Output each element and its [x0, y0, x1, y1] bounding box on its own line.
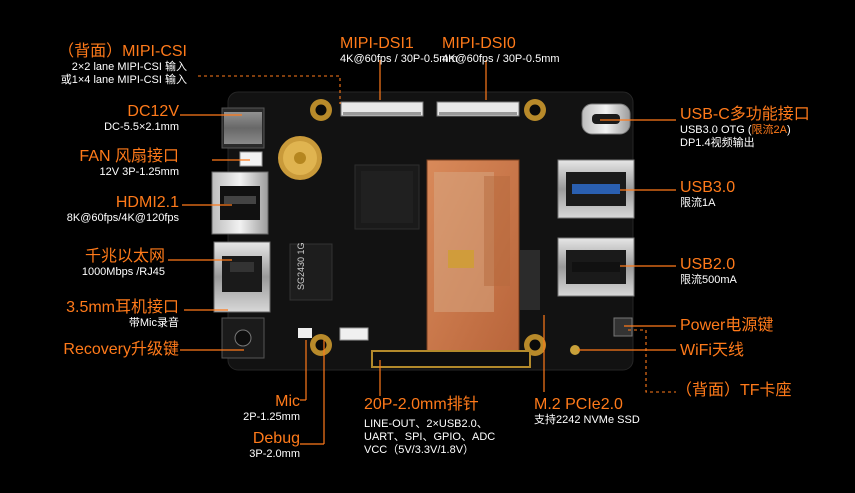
mipi-csi-line1: 2×2 lane MIPI-CSI 输入 — [71, 61, 187, 74]
mipi-dsi0-sub: 4K@60fps / 30P-0.5mm — [442, 53, 560, 66]
label-mipi-csi: （背面）MIPI-CSI 2×2 lane MIPI-CSI 输入 或1×4 l… — [58, 43, 187, 87]
mipi-csi-title: （背面）MIPI-CSI — [58, 43, 187, 60]
m2-ssd — [426, 159, 520, 357]
wifi-antenna-connector — [570, 345, 580, 355]
label-hdmi: HDMI2.1 8K@60fps/4K@120fps — [67, 194, 179, 225]
label-debug: Debug 3P-2.0mm — [249, 430, 300, 461]
usb3-title: USB3.0 — [680, 179, 736, 196]
label-power: Power电源键 — [680, 317, 773, 335]
hdmi-title: HDMI2.1 — [115, 194, 179, 211]
hdmi-sub: 8K@60fps/4K@120fps — [66, 212, 179, 225]
usbc-sub2: DP1.4视频输出 — [680, 137, 755, 150]
label-mipi-dsi0: MIPI-DSI0 4K@60fps / 30P-0.5mm — [442, 35, 560, 66]
label-fan: FAN 风扇接口 12V 3P-1.25mm — [79, 148, 179, 179]
mounting-hole — [310, 99, 332, 121]
label-recovery: Recovery升级键 — [63, 341, 179, 359]
usbc-sub1-c: ) — [787, 124, 791, 137]
debug-connector — [339, 327, 369, 341]
label-headphone: 3.5mm耳机接口 带Mic录音 — [66, 299, 179, 330]
label-wifi: WiFi天线 — [680, 342, 744, 360]
tf-title: （背面）TF卡座 — [676, 382, 792, 399]
mounting-hole — [524, 99, 546, 121]
debug-sub: 3P-2.0mm — [249, 448, 300, 461]
m2-slot — [520, 250, 540, 310]
power-button — [613, 317, 633, 337]
rtc-battery — [278, 136, 322, 180]
label-m2: M.2 PCIe2.0 支持2242 NVMe SSD — [534, 396, 640, 427]
header20p-line3: VCC（5V/3.3V/1.8V） — [364, 443, 475, 456]
ethernet-sub: 1000Mbps /RJ45 — [81, 266, 165, 279]
mic-connector — [298, 328, 312, 338]
debug-title: Debug — [252, 430, 300, 447]
fan-title: FAN 风扇接口 — [79, 148, 179, 165]
usb3-sub: 限流1A — [680, 197, 716, 210]
header20p-line1: LINE-OUT、2×USB2.0、 — [364, 418, 488, 431]
label-usb2: USB2.0 限流500mA — [680, 256, 737, 287]
mounting-hole — [310, 334, 332, 356]
usb2-title: USB2.0 — [680, 256, 736, 273]
label-mipi-dsi1: MIPI-DSI1 4K@60fps / 30P-0.5mm — [340, 35, 458, 66]
mipi-dsi0-title: MIPI-DSI0 — [442, 35, 516, 52]
power-title: Power电源键 — [680, 317, 774, 334]
mipi-dsi1-sub: 4K@60fps / 30P-0.5mm — [340, 53, 458, 66]
wifi-title: WiFi天线 — [680, 342, 744, 359]
label-tf: （背面）TF卡座 — [676, 382, 792, 400]
usb2-sub: 限流500mA — [680, 274, 737, 287]
leader-lines — [168, 60, 676, 445]
mipi-csi-line2: 或1×4 lane MIPI-CSI 输入 — [60, 74, 187, 87]
mipi-dsi1-title: MIPI-DSI1 — [340, 35, 414, 52]
label-mic: Mic 2P-1.25mm — [243, 393, 300, 424]
ram-chip-label: SG2430 1G — [296, 242, 306, 290]
header20p-line2: UART、SPI、GPIO、ADC — [364, 431, 496, 444]
recovery-title: Recovery升级键 — [63, 341, 179, 358]
label-ethernet: 千兆以太网 1000Mbps /RJ45 — [82, 248, 165, 279]
ethernet-transformer — [289, 243, 333, 301]
mic-sub: 2P-1.25mm — [243, 411, 300, 424]
label-header20p: 20P-2.0mm排针 LINE-OUT、2×USB2.0、 UART、SPI、… — [364, 396, 495, 456]
label-usbc: USB-C多功能接口 USB3.0 OTG (限流2A) DP1.4视频输出 — [680, 106, 810, 150]
headphone-sub: 带Mic录音 — [128, 317, 179, 330]
dc12v-sub: DC-5.5×2.1mm — [104, 121, 179, 134]
pin-header-20p — [371, 350, 531, 368]
usbc-title: USB-C多功能接口 — [680, 106, 810, 123]
usbc-sub1-a: USB3.0 OTG ( — [680, 124, 752, 137]
header20p-title: 20P-2.0mm排针 — [364, 396, 479, 413]
m2-title: M.2 PCIe2.0 — [534, 396, 623, 413]
fan-connector — [239, 151, 263, 167]
dc12v-title: DC12V — [127, 103, 179, 120]
label-dc12v: DC12V DC-5.5×2.1mm — [104, 103, 179, 134]
dashed-leader-lines — [198, 75, 676, 393]
mic-title: Mic — [275, 393, 300, 410]
usbc-sub1-b: 限流2A — [751, 124, 787, 137]
headphone-title: 3.5mm耳机接口 — [66, 299, 179, 316]
label-usb3: USB3.0 限流1A — [680, 179, 735, 210]
m2-sub: 支持2242 NVMe SSD — [534, 414, 640, 427]
fan-sub: 12V 3P-1.25mm — [99, 166, 179, 179]
ethernet-title: 千兆以太网 — [84, 248, 165, 265]
